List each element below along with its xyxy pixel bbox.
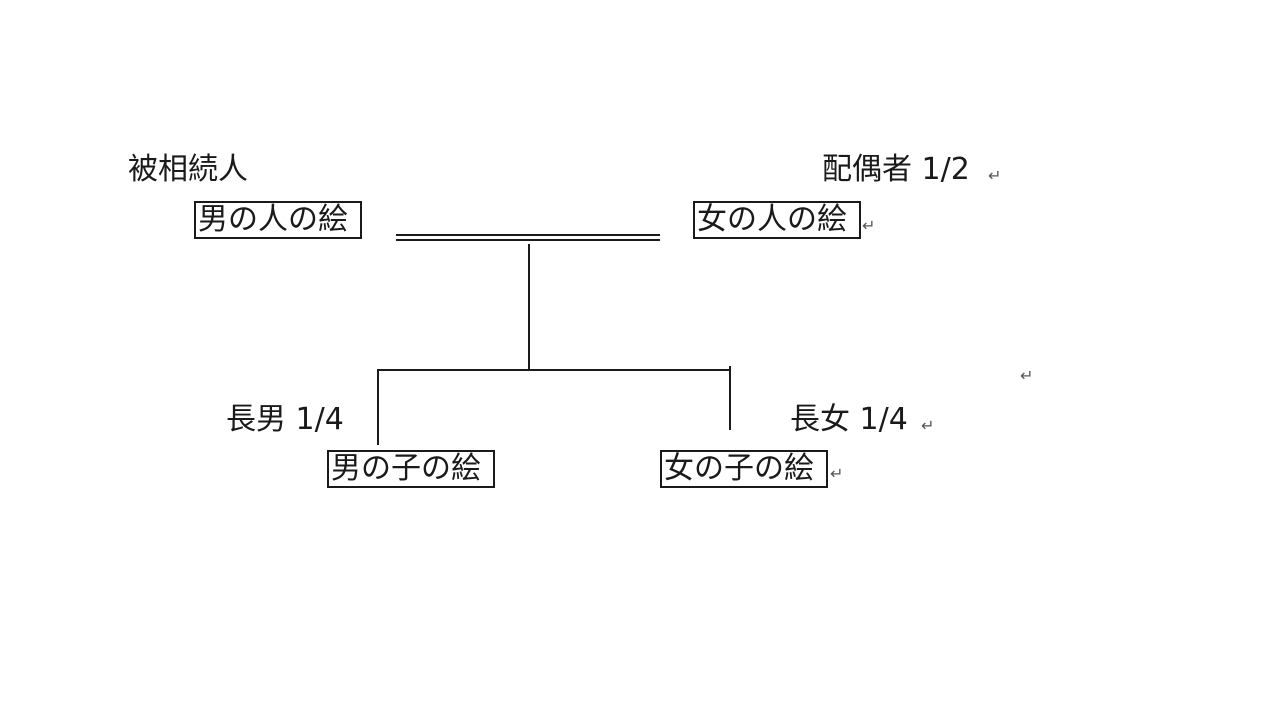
daughter-drop-line: [729, 366, 731, 430]
marriage-double-line: [396, 234, 660, 241]
children-branch-line: [377, 369, 731, 371]
descent-line: [528, 244, 530, 371]
girl-picture-box: 女の子の絵: [660, 450, 828, 488]
son-drop-line: [377, 369, 379, 445]
paragraph-mark-icon: ↵: [921, 416, 935, 435]
paragraph-mark-icon: ↵: [988, 166, 1002, 185]
paragraph-mark-icon: ↵: [862, 216, 876, 235]
boy-picture-box: 男の子の絵: [327, 450, 495, 488]
man-picture-box: 男の人の絵: [194, 201, 362, 239]
paragraph-mark-icon: ↵: [830, 464, 844, 483]
woman-picture-box: 女の人の絵: [693, 201, 861, 239]
spouse-label: 配偶者 1/2: [822, 152, 970, 187]
paragraph-mark-icon: ↵: [1020, 366, 1034, 385]
deceased-label: 被相続人: [128, 152, 248, 187]
eldest-son-label: 長男 1/4: [226, 402, 344, 437]
eldest-daughter-label: 長女 1/4: [790, 402, 908, 437]
